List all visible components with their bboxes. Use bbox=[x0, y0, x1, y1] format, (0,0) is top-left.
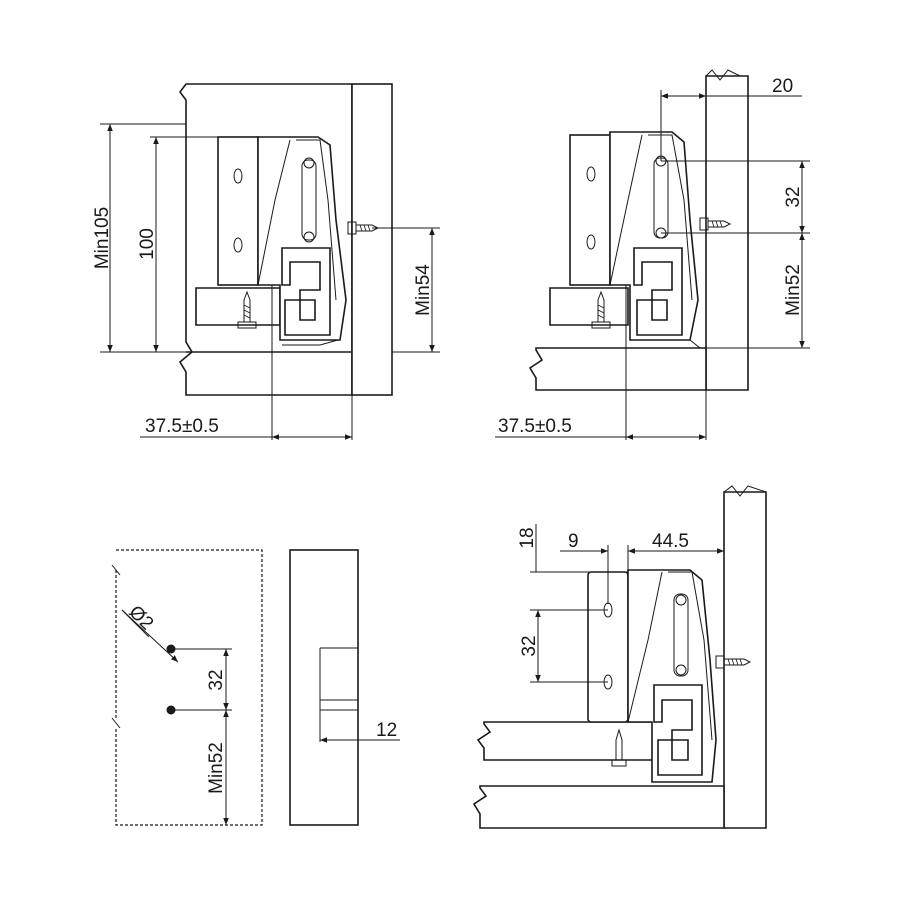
screw-bottom-br bbox=[611, 728, 627, 767]
clip-profile bbox=[281, 247, 331, 336]
screw-bottom-right bbox=[591, 290, 611, 329]
dim-offset-tr: 37.5±0.5 bbox=[498, 416, 572, 437]
clip-profile-right bbox=[633, 247, 683, 336]
dim-min52-bl: Min52 bbox=[206, 742, 227, 794]
drawer-side-br bbox=[476, 721, 659, 761]
bottom-panel-br bbox=[472, 785, 725, 829]
view-top-right: 20 32 Min52 37.5±0.5 bbox=[495, 69, 810, 440]
dim-100: 100 bbox=[137, 228, 158, 260]
bottom-panel bbox=[528, 347, 707, 391]
drawer-side-right bbox=[549, 287, 629, 326]
dim-min52-tr: Min52 bbox=[783, 264, 804, 316]
screw-side-br bbox=[715, 655, 752, 669]
plate-hole-bottom bbox=[233, 237, 243, 253]
screw-side-right bbox=[699, 217, 732, 231]
wall-edge bbox=[351, 83, 393, 396]
drill-panel bbox=[115, 549, 263, 826]
view-bottom-right: 18 32 9 44.5 bbox=[472, 485, 767, 829]
hinge-slot bbox=[301, 159, 317, 241]
dim-18: 18 bbox=[517, 527, 538, 548]
dim-20: 20 bbox=[772, 76, 793, 97]
dim-min54: Min54 bbox=[413, 264, 434, 316]
dim-44-5: 44.5 bbox=[652, 531, 689, 552]
view-bottom-left: Ø2 32 Min52 12 bbox=[111, 549, 400, 826]
dim-32-br: 32 bbox=[519, 635, 540, 656]
mounting-plate bbox=[217, 136, 259, 286]
dim-offset-tl: 37.5±0.5 bbox=[145, 416, 219, 437]
mounting-plate-right bbox=[569, 134, 611, 286]
screw-bottom bbox=[237, 290, 257, 329]
view-top-left: Min105 100 Min54 37.5±0.5 bbox=[92, 83, 440, 440]
clip-profile-br bbox=[653, 684, 703, 776]
dim-32-bl: 32 bbox=[206, 669, 227, 690]
dim-32-tr: 32 bbox=[783, 186, 804, 207]
dim-9: 9 bbox=[568, 531, 579, 552]
dim-diameter: Ø2 bbox=[124, 602, 157, 635]
drawer-side bbox=[195, 287, 281, 326]
dim-min105: Min105 bbox=[92, 207, 113, 269]
drill-section bbox=[289, 549, 359, 826]
dim-12: 12 bbox=[376, 720, 397, 741]
plate-hole-top bbox=[233, 168, 243, 184]
